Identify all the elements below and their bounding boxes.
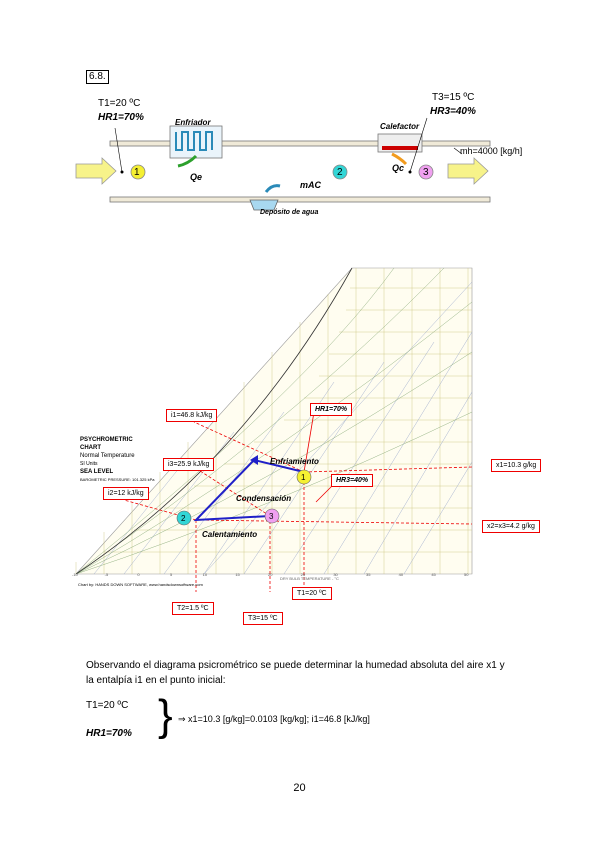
coil-icon	[175, 131, 213, 151]
duct-bottom	[109, 196, 491, 203]
x-tick-label: -10	[72, 572, 78, 577]
given-hr1: HR1=70%	[86, 728, 132, 739]
chart-title-5: SEA LEVEL	[80, 469, 114, 475]
psychrometric-chart: 1 2 3	[75, 267, 473, 592]
t3-box: T3=15 ºC	[243, 612, 283, 625]
svg-text:2: 2	[181, 514, 186, 523]
x-tick-label: 10	[202, 572, 208, 577]
tank-label: Depósito de agua	[260, 209, 319, 216]
point-3-label: 3	[423, 167, 429, 178]
outlet-arrow-icon	[447, 157, 489, 185]
mac-label: mAC	[300, 180, 322, 190]
chart-title-2: CHART	[80, 445, 101, 451]
qe-arrow-icon	[177, 154, 198, 168]
x-axis-label: DRY BULB TEMPERATURE - °C	[280, 576, 339, 581]
x2-box: x2=x3=4.2 g/kg	[482, 520, 540, 533]
i1-box: i1=46.8 kJ/kg	[166, 409, 218, 422]
point-1-marker	[130, 164, 146, 180]
rh-curves	[75, 267, 473, 575]
chart-title-3: Normal Temperature	[80, 453, 135, 459]
t1-box: T1=20 ºC	[292, 587, 332, 600]
paragraph-1-line-1: Observando el diagrama psicrométrico se …	[86, 660, 505, 671]
chart-credit: Chart by: HANDS DOWN SOFTWARE, www.hands…	[78, 582, 203, 587]
x-tick-label: 30	[333, 572, 338, 577]
hr1-leader	[303, 411, 315, 473]
point-2-label: 2	[337, 167, 343, 178]
inlet-arrow-icon	[75, 157, 117, 185]
paragraph-1: Observando el diagrama psicrométrico se …	[86, 658, 526, 688]
x-tick-label: -5	[104, 572, 109, 577]
duct-top	[109, 140, 491, 147]
i2-box: i2=12 kJ/kg	[103, 487, 149, 500]
saturation-curve	[75, 267, 353, 575]
t2-box: T2=1.5 ºC	[172, 602, 214, 615]
water-arrow-icon	[264, 184, 281, 193]
hr3-box: HR3=40%	[331, 474, 374, 487]
hr1-box: HR1=70%	[310, 403, 353, 416]
x1-box: x1=10.3 g/kg	[491, 459, 542, 472]
mass-flow: mh=4000 [kg/h]	[460, 146, 523, 156]
grid-lines	[75, 268, 472, 574]
heater-label: Calefactor	[380, 122, 420, 131]
i3-box: i3=25.9 kJ/kg	[163, 458, 215, 471]
page-number: 20	[293, 782, 306, 794]
condensation-label: Condensación	[236, 494, 292, 503]
section-tag: 6.8.	[86, 70, 109, 84]
cooling-label: Enfriamiento	[270, 457, 319, 466]
point-3-marker	[418, 164, 434, 180]
x-tick-label: 50	[464, 572, 469, 577]
x-axis-ticks: -10 -5 0 5 10 15 20 25 30 35 40 45 50	[72, 572, 472, 578]
water-tank-icon	[249, 199, 279, 211]
cooler-box	[169, 125, 223, 159]
result-line: ⇒ x1=10.3 [g/kg]=0.0103 [kg/kg]; i1=46.8…	[178, 714, 370, 724]
x-tick-label: 25	[300, 572, 306, 577]
given-t1: T1=20 ºC	[86, 700, 129, 711]
brace-icon: }	[158, 691, 173, 740]
hr1-inlet: HR1=70%	[98, 112, 144, 123]
x-tick-label: 5	[170, 572, 173, 577]
svg-text:3: 3	[269, 512, 274, 521]
point-2-marker	[332, 164, 348, 180]
x-tick-label: 35	[366, 572, 371, 577]
heater-element-icon	[382, 146, 418, 150]
x-tick-label: 15	[235, 572, 240, 577]
point-1-label: 1	[134, 167, 140, 178]
chart-point-3	[264, 508, 280, 524]
enthalpy-lines	[93, 281, 473, 575]
x-tick-label: 45	[431, 572, 436, 577]
paragraph-1-line-2: la entalpía i1 en el punto inicial:	[86, 675, 226, 686]
chart-point-2	[176, 510, 192, 526]
process-schematic	[75, 117, 491, 211]
chart-title-6: BAROMETRIC PRESSURE: 101.325 kPa	[80, 477, 155, 482]
x-tick-label: 0	[137, 572, 140, 577]
chart-title-block: PSYCHROMETRIC CHART Normal Temperature S…	[80, 436, 154, 484]
process-path	[193, 458, 305, 522]
x-tick-label: 40	[398, 572, 404, 577]
chart-title-4: SI Units	[80, 461, 98, 467]
heating-label: Calentamiento	[202, 530, 258, 539]
qc-arrow-icon	[391, 152, 408, 166]
cooling-arrow-icon	[250, 455, 258, 465]
chart-point-1	[296, 469, 312, 485]
qe-label: Qe	[190, 172, 203, 182]
chart-title-1: PSYCHROMETRIC	[80, 437, 133, 443]
svg-text:1: 1	[301, 473, 306, 482]
cooler-label: Enfriador	[175, 118, 211, 127]
qc-label: Qc	[392, 163, 405, 173]
x-tick-label: 20	[268, 572, 273, 577]
t1-inlet: T1=20 ºC	[98, 98, 141, 109]
hr3-outlet: HR3=40%	[430, 106, 476, 117]
t3-outlet: T3=15 ºC	[432, 92, 475, 103]
hr3-leader	[315, 483, 335, 503]
